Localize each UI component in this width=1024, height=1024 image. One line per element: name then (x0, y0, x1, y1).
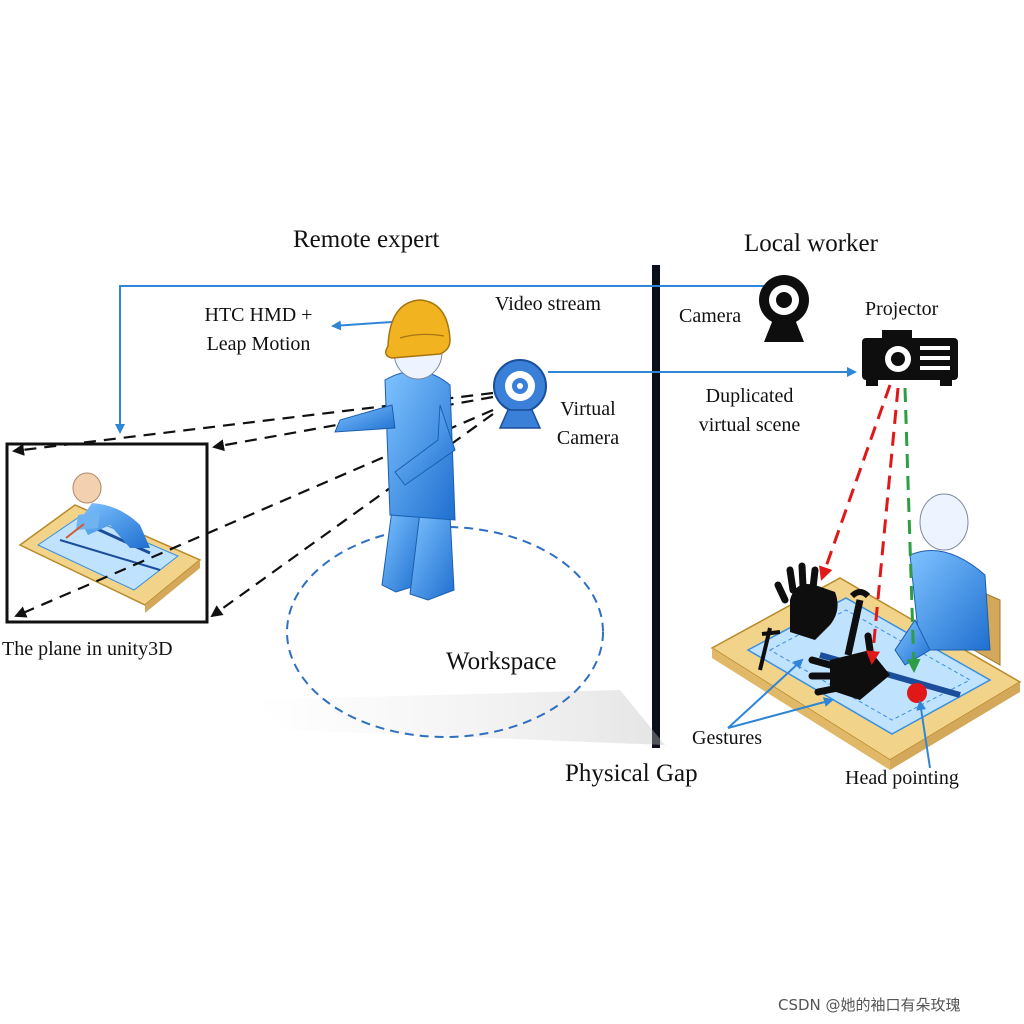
unity-plane-scene (18, 472, 202, 613)
leap-motion-label: Leap Motion (206, 333, 311, 355)
unity-plane-label: The plane in unity3D (2, 638, 173, 660)
virtual-camera-label: Camera (556, 427, 620, 449)
htc-hmd-label: HTC HMD + (204, 304, 313, 326)
red-projection-arrow-1 (819, 384, 892, 581)
video-stream-label: Video stream (495, 293, 601, 315)
virtual-label: Virtual (560, 398, 616, 420)
camera-label: Camera (679, 305, 742, 327)
hmd-arrow (331, 320, 393, 331)
remote-expert-label: Remote expert (293, 226, 440, 253)
virtual-scene-label: virtual scene (698, 414, 801, 436)
gestures-label: Gestures (692, 727, 762, 749)
workspace-label: Workspace (446, 648, 557, 675)
projector-label: Projector (865, 298, 939, 320)
gestures-callout (727, 658, 834, 729)
video-stream-arrow (115, 285, 765, 434)
person-icon (334, 324, 456, 601)
projector-icon (862, 330, 958, 386)
physical-gap-label: Physical Gap (565, 760, 698, 787)
webcam-icon (759, 275, 809, 342)
head-pointing-label: Head pointing (845, 767, 959, 789)
head-pointing-callout (916, 700, 931, 769)
duplicated-label: Duplicated (705, 385, 794, 407)
local-worker-label: Local worker (744, 230, 878, 257)
hand-gesture-icon (774, 562, 890, 700)
watermark: CSDN @她的袖口有朵玫瑰 (778, 996, 961, 1014)
physical-gap-divider (652, 265, 660, 748)
workspace-ellipse (286, 526, 604, 738)
head-pointing-dot (907, 683, 927, 703)
green-projection-arrow (903, 387, 921, 673)
helmet-icon (385, 299, 451, 359)
wrench-icon (758, 589, 871, 671)
worker-icon (894, 493, 1001, 666)
red-projection-arrow-2 (866, 387, 900, 665)
virtual-camera-icon (493, 359, 547, 429)
workspace-shadow (250, 690, 665, 745)
